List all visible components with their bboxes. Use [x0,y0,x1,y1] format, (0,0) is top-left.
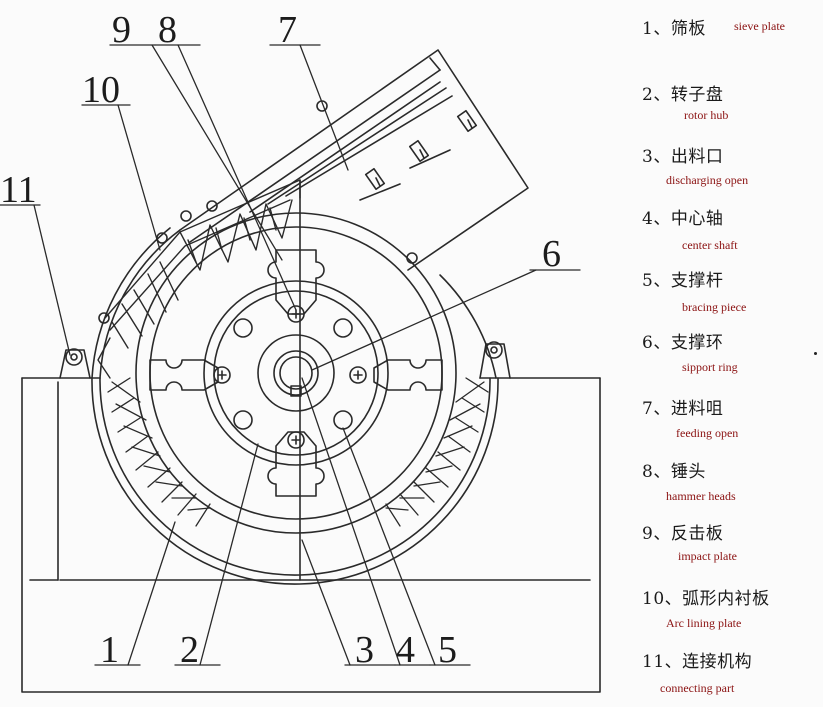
hammer-crusher-drawing: 9 8 7 10 11 6 1 2 3 4 5 [0,9,601,693]
legend-en: impact plate [678,549,737,563]
arc-lining-impact-plates [97,179,301,379]
legend-cn: 1、筛板 [642,19,706,39]
callout-6: 6 [542,233,561,275]
stray-dot [814,352,817,355]
legend-en: rotor hub [684,108,729,122]
legend-en: sieve plate [734,19,785,33]
legend-en: sipport ring [682,360,738,374]
callout-2: 2 [180,629,199,671]
sieve-plate-hatching [107,377,489,527]
rotor [135,212,457,534]
callout-11: 11 [0,169,37,211]
legend-cn: 6、支撑环 [642,333,724,353]
legend-cn: 3、出料口 [642,147,724,167]
callout-4: 4 [396,629,415,671]
legend-en: hammer heads [666,489,736,503]
legend-en: connecting part [660,681,735,695]
legend-cn: 5、支撑杆 [642,271,724,291]
leader-lines [0,44,581,666]
base-frame [21,377,601,693]
legend-cn: 2、转子盘 [642,85,724,105]
hammer-heads [149,249,443,497]
callout-7: 7 [278,9,297,51]
legend-en: bracing piece [682,300,747,314]
callout-3: 3 [355,629,374,671]
legend-cn: 9、反击板 [642,524,724,544]
legend-cn: 4、中心轴 [642,209,724,229]
callout-5: 5 [438,629,457,671]
callout-1: 1 [100,629,119,671]
legend-cn: 11、连接机构 [642,652,753,672]
callout-10: 10 [82,69,120,111]
legend-en: discharging open [666,173,749,187]
legend-en: center shaft [682,238,738,252]
legend-cn: 8、锤头 [642,462,706,482]
legend-en: Arc lining plate [666,616,742,630]
callout-9: 9 [112,9,131,51]
legend: 1、筛板 sieve plate 2、转子盘 rotor hub 3、出料口 d… [632,0,823,707]
legend-cn: 7、进料咀 [642,399,724,419]
connecting-lugs [59,341,511,379]
callout-numbers: 9 8 7 10 11 6 1 2 3 4 5 [0,9,561,671]
legend-en: feeding open [676,426,739,440]
callout-8: 8 [158,9,177,51]
legend-cn: 10、弧形内衬板 [642,589,770,609]
feed-chute [98,49,529,581]
